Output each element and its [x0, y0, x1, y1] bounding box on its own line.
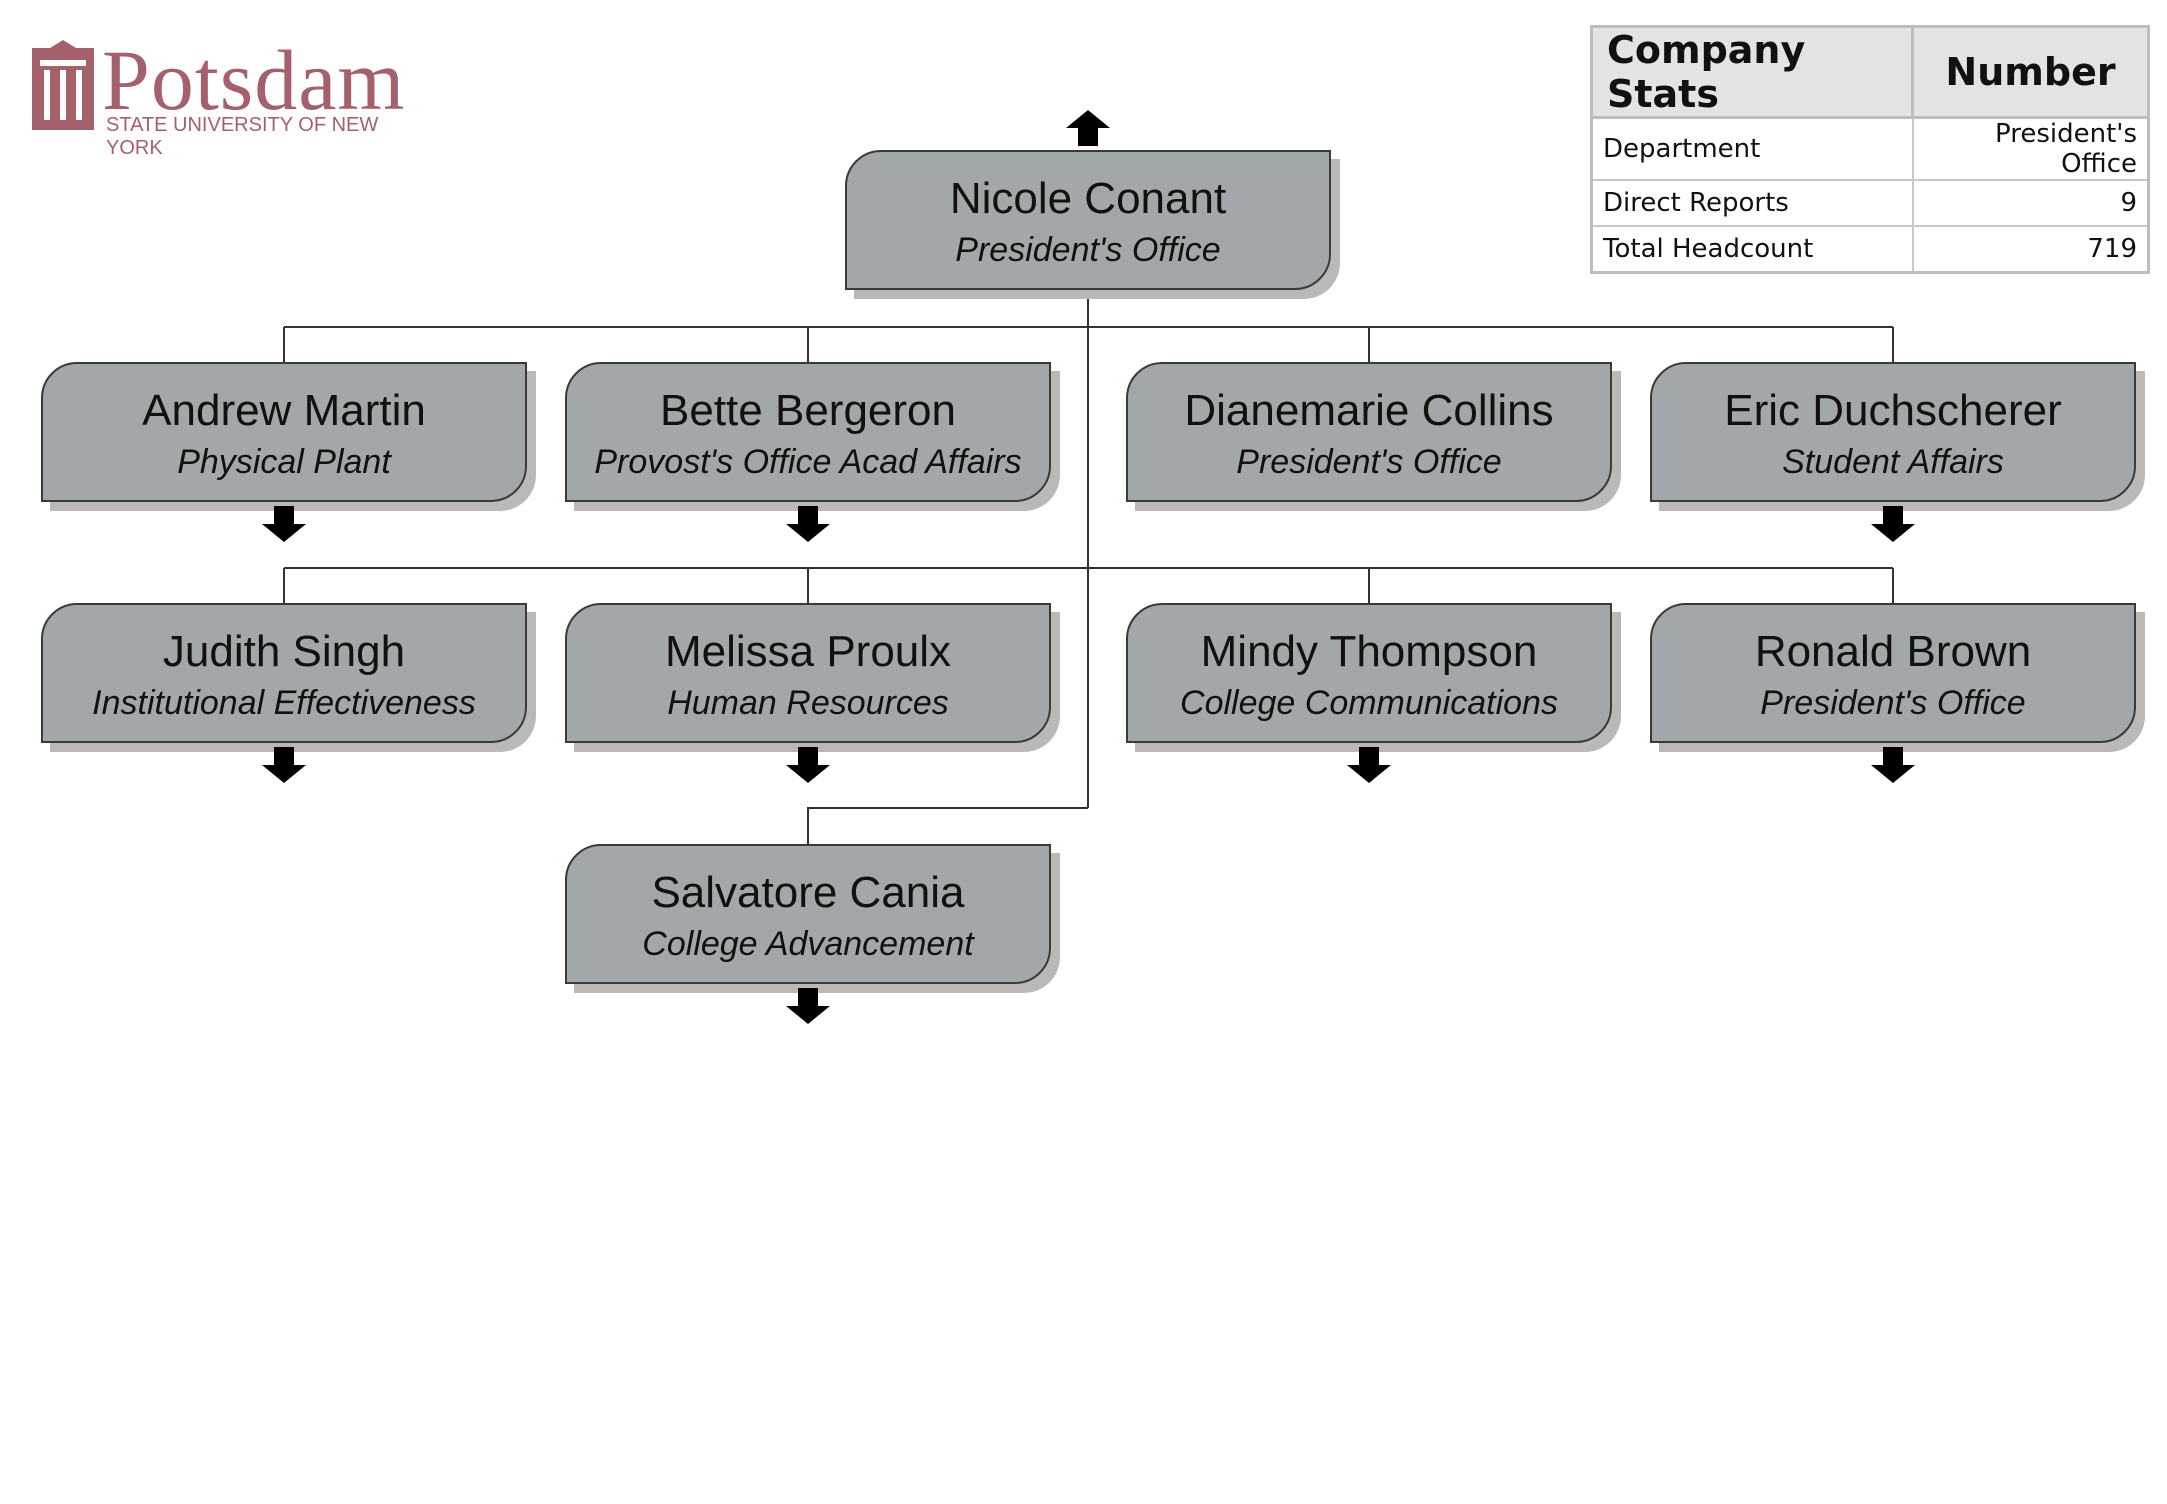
- stats-row-value: 9: [1911, 179, 2150, 227]
- navigate-up-arrow-icon[interactable]: [1066, 110, 1110, 146]
- org-node-report[interactable]: Judith Singh Institutional Effectiveness: [41, 603, 527, 743]
- potsdam-building-icon: [32, 40, 94, 130]
- stats-row-label: Direct Reports: [1590, 179, 1914, 227]
- expand-down-arrow-icon[interactable]: [786, 988, 830, 1024]
- stats-row: Direct Reports 9: [1590, 179, 2150, 227]
- node-department: Student Affairs: [1782, 443, 2004, 481]
- node-name: Ronald Brown: [1754, 627, 2032, 676]
- node-name: Salvatore Cania: [651, 868, 965, 917]
- stats-row-value: President's Office: [1911, 116, 2150, 181]
- org-node-report[interactable]: Dianemarie Collins President's Office: [1126, 362, 1612, 502]
- org-node-report[interactable]: Andrew Martin Physical Plant: [41, 362, 527, 502]
- node-name: Melissa Proulx: [664, 627, 952, 676]
- node-name: Nicole Conant: [949, 174, 1227, 223]
- potsdam-logo: Potsdam STATE UNIVERSITY OF NEW YORK: [30, 32, 410, 159]
- expand-down-arrow-icon[interactable]: [1871, 506, 1915, 542]
- stats-header-value: Number: [1911, 25, 2150, 119]
- stats-header-row: Company Stats Number: [1589, 25, 2150, 119]
- company-stats-table: Company Stats Number Department Presiden…: [1589, 25, 2150, 274]
- org-node-report[interactable]: Eric Duchscherer Student Affairs: [1650, 362, 2136, 502]
- node-name: Andrew Martin: [142, 386, 426, 435]
- org-node-report[interactable]: Salvatore Cania College Advancement: [565, 844, 1051, 984]
- org-node-report[interactable]: Melissa Proulx Human Resources: [565, 603, 1051, 743]
- node-name: Bette Bergeron: [660, 386, 956, 435]
- stats-row-label: Department: [1590, 116, 1914, 181]
- node-department: President's Office: [1236, 443, 1502, 481]
- org-node-report[interactable]: Ronald Brown President's Office: [1650, 603, 2136, 743]
- node-name: Mindy Thompson: [1200, 627, 1538, 676]
- node-department: President's Office: [955, 231, 1221, 269]
- node-department: Provost's Office Acad Affairs: [594, 443, 1022, 481]
- row3-branch-line: [807, 807, 1088, 845]
- logo-tagline: STATE UNIVERSITY OF NEW YORK: [106, 114, 379, 159]
- org-node-report[interactable]: Bette Bergeron Provost's Office Acad Aff…: [565, 362, 1051, 502]
- node-name: Dianemarie Collins: [1184, 386, 1554, 435]
- logo-wordmark: Potsdam: [102, 32, 406, 128]
- node-name: Eric Duchscherer: [1724, 386, 2062, 435]
- stats-row-value: 719: [1911, 225, 2150, 274]
- stats-row-label: Total Headcount: [1590, 225, 1914, 274]
- expand-down-arrow-icon[interactable]: [1871, 747, 1915, 783]
- node-department: Human Resources: [667, 684, 949, 722]
- node-department: College Advancement: [642, 925, 974, 963]
- node-department: College Communications: [1180, 684, 1558, 722]
- expand-down-arrow-icon[interactable]: [262, 506, 306, 542]
- node-department: Physical Plant: [177, 443, 391, 481]
- expand-down-arrow-icon[interactable]: [786, 506, 830, 542]
- expand-down-arrow-icon[interactable]: [1347, 747, 1391, 783]
- expand-down-arrow-icon[interactable]: [786, 747, 830, 783]
- node-name: Judith Singh: [162, 627, 406, 676]
- stats-row: Department President's Office: [1590, 116, 2150, 181]
- expand-down-arrow-icon[interactable]: [262, 747, 306, 783]
- org-node-report[interactable]: Mindy Thompson College Communications: [1126, 603, 1612, 743]
- org-node-root[interactable]: Nicole Conant President's Office: [845, 150, 1331, 290]
- stats-header-label: Company Stats: [1589, 25, 1915, 119]
- node-department: Institutional Effectiveness: [92, 684, 476, 722]
- stats-row: Total Headcount 719: [1590, 225, 2150, 274]
- node-department: President's Office: [1760, 684, 2026, 722]
